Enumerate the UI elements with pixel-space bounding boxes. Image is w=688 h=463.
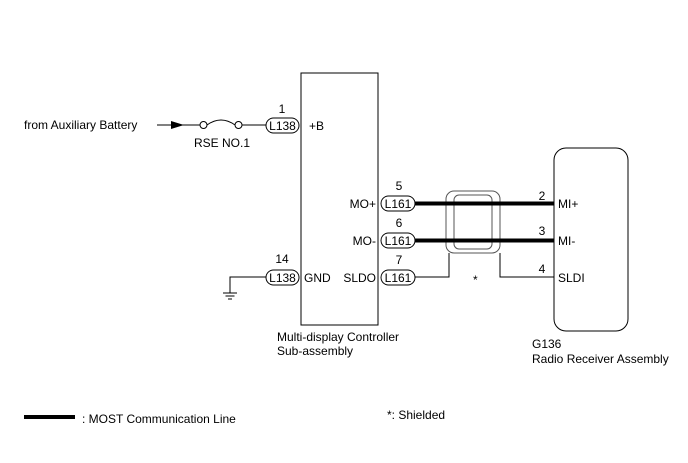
receiver-pin-number: 2 [539,189,546,203]
connector-code: L161 [385,234,412,248]
receiver-title: Radio Receiver Assembly [532,352,669,366]
shield-inner [453,194,493,250]
fuse-terminal-left [199,121,208,129]
receiver-pin-signal: SLDI [558,271,585,285]
sldi-wire [499,253,554,278]
receiver-pin-signal: MI- [558,234,575,248]
ground-wire [229,276,266,293]
fuse-element [206,119,236,126]
fuse-terminal-right [234,121,243,129]
receiver-code: G136 [532,337,562,351]
controller-pin-signal: MO+ [350,197,376,211]
controller-box [300,72,379,326]
connector-code: L161 [385,197,412,211]
connector-l138-top [265,117,300,134]
controller-pin-signal: +B [309,119,324,133]
controller-pin-number: 14 [275,252,289,266]
controller-title-line1: Multi-display Controller [277,330,399,344]
connector-code: L161 [385,271,412,285]
legend-shielded: *: Shielded [387,408,445,422]
sldo-wire [415,253,450,278]
arrow-icon [171,121,184,129]
controller-pin-number: 6 [396,216,403,230]
controller-pin-signal: MO- [353,234,376,248]
source-label: from Auxiliary Battery [24,118,137,132]
controller-pin-signal: GND [304,271,331,285]
controller-title-line2: Sub-assembly [277,344,353,358]
shield-outer [445,190,501,254]
shield-marker: * [473,273,478,287]
connector-code: L138 [269,119,296,133]
controller-pin-number: 1 [279,102,286,116]
controller-pin-number: 7 [396,253,403,267]
receiver-box [553,147,629,332]
receiver-pin-number: 3 [539,224,546,238]
receiver-pin-signal: MI+ [558,197,578,211]
fuse-label: RSE NO.1 [194,136,250,150]
connector-code: L138 [269,271,296,285]
receiver-pin-number: 4 [539,262,546,276]
controller-pin-signal: SLDO [343,271,376,285]
controller-pin-number: 5 [396,179,403,193]
legend-most-line: : MOST Communication Line [82,412,236,426]
